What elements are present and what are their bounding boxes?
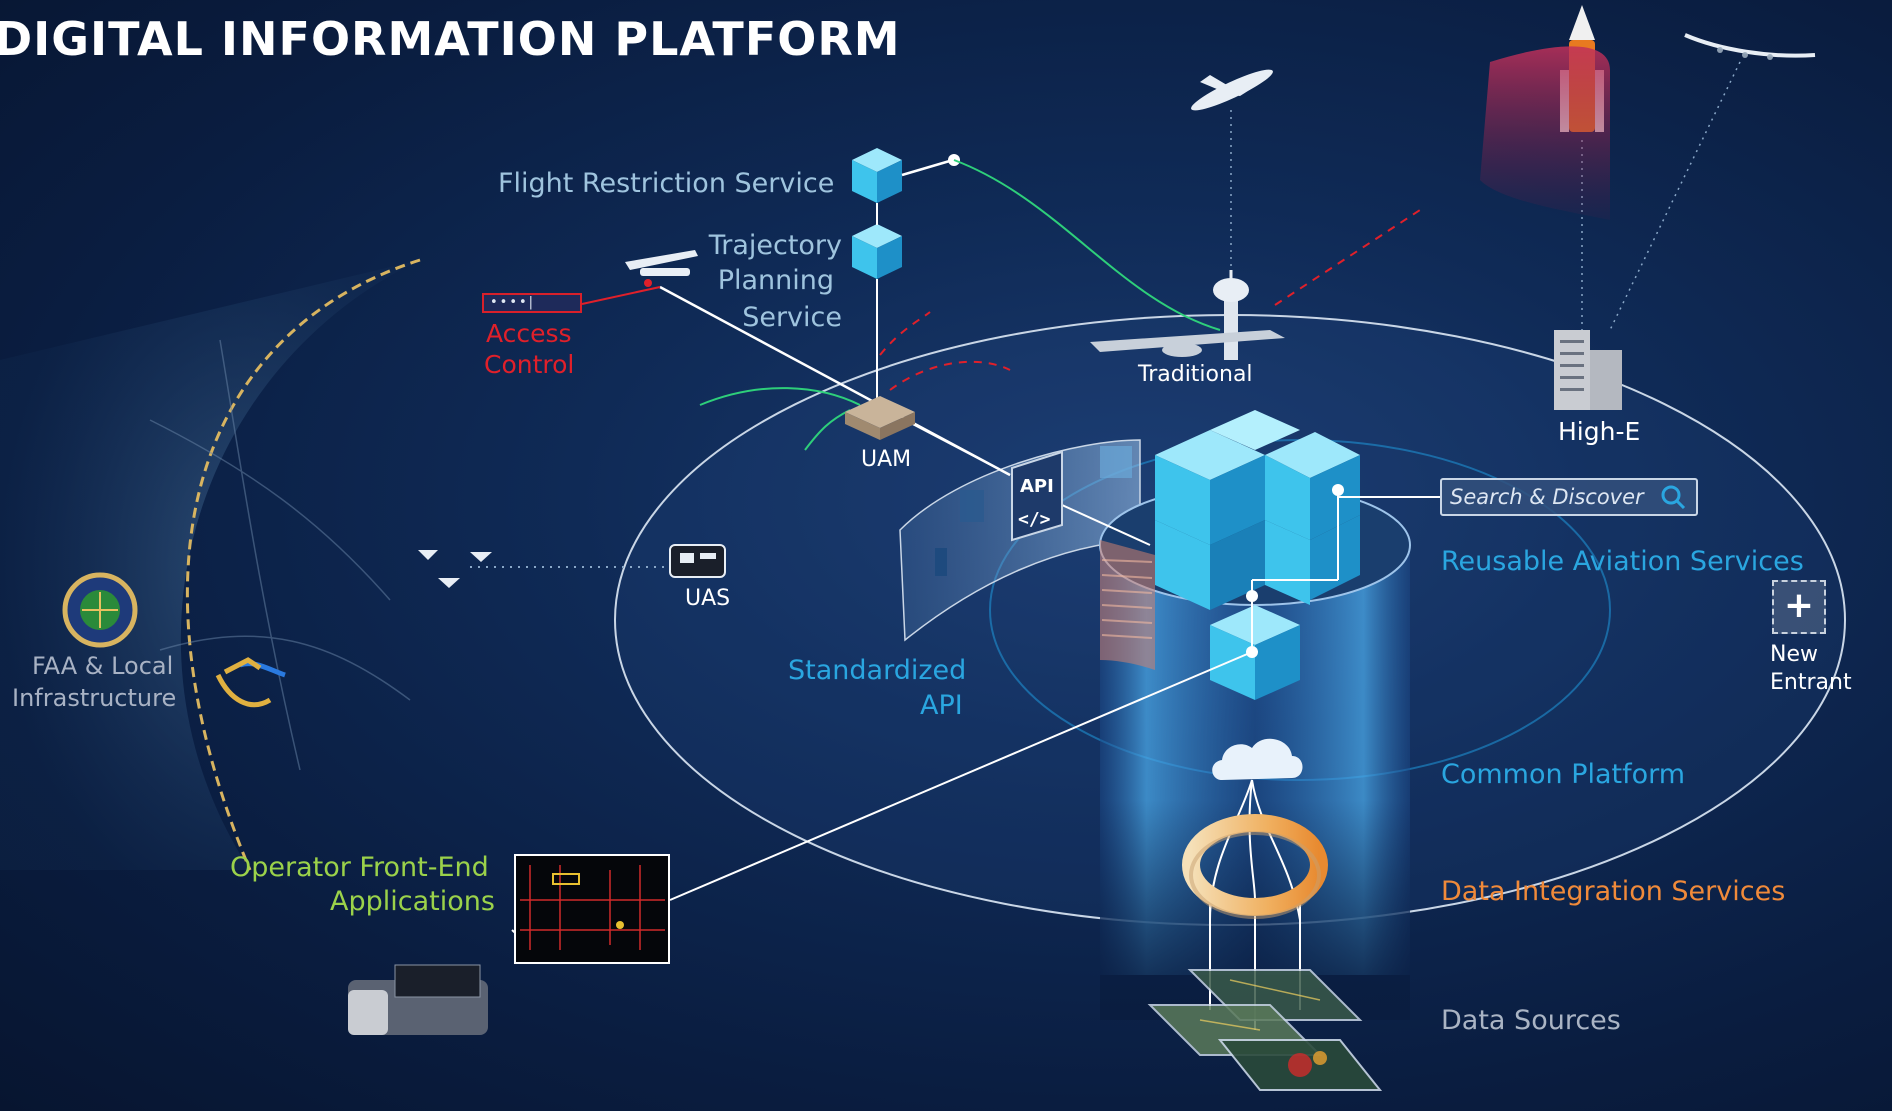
service-cube-cluster <box>1155 410 1360 700</box>
trajectory-label-line1: Trajectory <box>708 230 842 261</box>
standardized-api-label-line2: API <box>920 690 963 721</box>
operator-label-line1: Operator Front-End <box>230 852 489 883</box>
data-integration-ring <box>1182 814 1328 919</box>
svg-text:</>: </> <box>1018 509 1051 530</box>
faa-label-line2: Infrastructure <box>12 684 177 712</box>
small-drones-icon <box>418 550 492 588</box>
standardized-api-label-line1: Standardized <box>788 655 967 686</box>
space-curtain <box>1480 46 1610 220</box>
search-placeholder: Search & Discover <box>1450 485 1644 509</box>
operator-label-line2: Applications <box>330 886 495 917</box>
access-control-label-line1: Access <box>486 319 572 348</box>
access-control-label-line2: Control <box>484 350 575 379</box>
svg-text:API: API <box>1020 476 1054 497</box>
data-integration-label: Data Integration Services <box>1441 876 1786 907</box>
api-badge-icon: API </> <box>1011 450 1063 542</box>
faa-seal-icon <box>62 572 138 648</box>
data-sources-label: Data Sources <box>1441 1005 1621 1036</box>
traditional-label: Traditional <box>1138 362 1253 387</box>
trajectory-cube-icon <box>852 224 902 279</box>
flight-restriction-cube-icon <box>852 148 902 203</box>
cloud-icon <box>1212 738 1303 780</box>
common-platform-label: Common Platform <box>1441 759 1686 790</box>
high-rise-buildings-icon <box>1554 330 1622 410</box>
control-tower-icon <box>1090 270 1285 360</box>
handshake-icon <box>215 657 286 708</box>
vertiport-building-icon <box>845 396 915 440</box>
eagle-drone-icon <box>625 250 698 287</box>
trajectory-label-line3: Service <box>742 302 842 333</box>
trajectory-label-line2: Planning <box>717 265 834 296</box>
uas-controller-icon <box>669 544 726 578</box>
data-source-layers <box>1147 969 1383 1091</box>
high-e-label: High-E <box>1558 417 1641 446</box>
cockpit-icon <box>348 964 488 1035</box>
new-entrant-label-line1: New <box>1770 642 1818 667</box>
connection-lines <box>470 61 1741 964</box>
high-altitude-aircraft-icon <box>1684 33 1816 60</box>
operator-app-screenshot <box>514 854 670 964</box>
new-entrant-label-line2: Entrant <box>1770 670 1852 695</box>
search-icon[interactable] <box>1660 484 1686 510</box>
flight-restriction-label: Flight Restriction Service <box>498 168 835 199</box>
uas-label: UAS <box>685 586 731 611</box>
api-wall <box>899 439 1141 642</box>
airliner-icon <box>1191 69 1273 111</box>
search-discover-input[interactable]: Search & Discover <box>1440 478 1698 516</box>
reusable-services-label: Reusable Aviation Services <box>1441 546 1804 577</box>
faa-label-line1: FAA & Local <box>32 652 174 680</box>
page-title: DIGITAL INFORMATION PLATFORM <box>0 12 901 66</box>
access-control-field[interactable]: ••••| <box>482 293 582 313</box>
uam-label: UAM <box>861 447 912 472</box>
new-entrant-plus-icon[interactable]: + <box>1772 580 1826 634</box>
globe-map <box>0 258 421 871</box>
